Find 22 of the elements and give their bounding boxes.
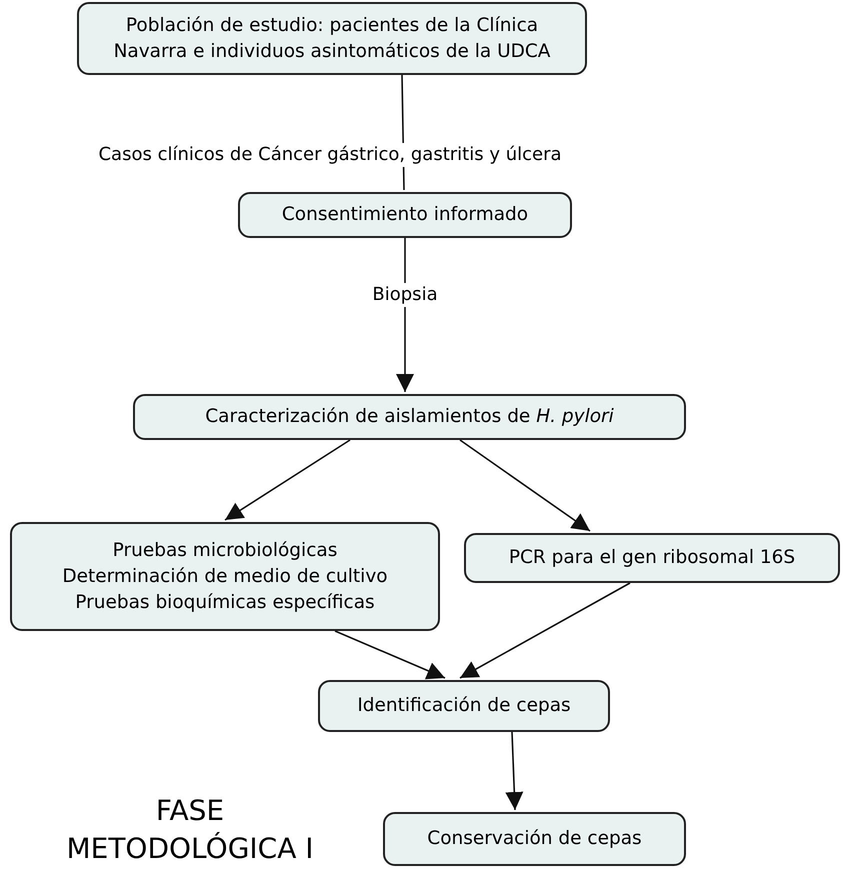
process-box (133, 394, 686, 440)
box-text: Determinación de medio de cultivo (62, 564, 388, 588)
process-box (77, 2, 587, 75)
process-box (10, 522, 440, 631)
box-text: PCR para el gen ribosomal 16S (508, 546, 796, 570)
box-text: Pruebas bioquímicas específicas (75, 590, 375, 614)
arrow (460, 582, 630, 679)
box-text: Consentimiento informado (282, 203, 528, 227)
process-box (464, 533, 840, 583)
arrow (460, 439, 590, 532)
box-text: Pruebas microbiológicas (112, 538, 338, 562)
phase-title: FASE METODOLÓGICA I (65, 793, 315, 867)
arrow (224, 439, 350, 521)
box-text: Población de estudio: pacientes de la Clínica Navarra e individuos asintomáticos de la UDCA (112, 14, 552, 64)
process-box (318, 680, 610, 732)
box-text: Conservación de cepas (427, 827, 642, 851)
process-box (238, 192, 572, 238)
box-text: Caracterización de aislamientos de H. pylori (205, 405, 614, 429)
arrow (334, 630, 446, 680)
box-text: Identificación de cepas (357, 694, 571, 718)
process-box (383, 812, 686, 866)
arrow (505, 732, 524, 810)
